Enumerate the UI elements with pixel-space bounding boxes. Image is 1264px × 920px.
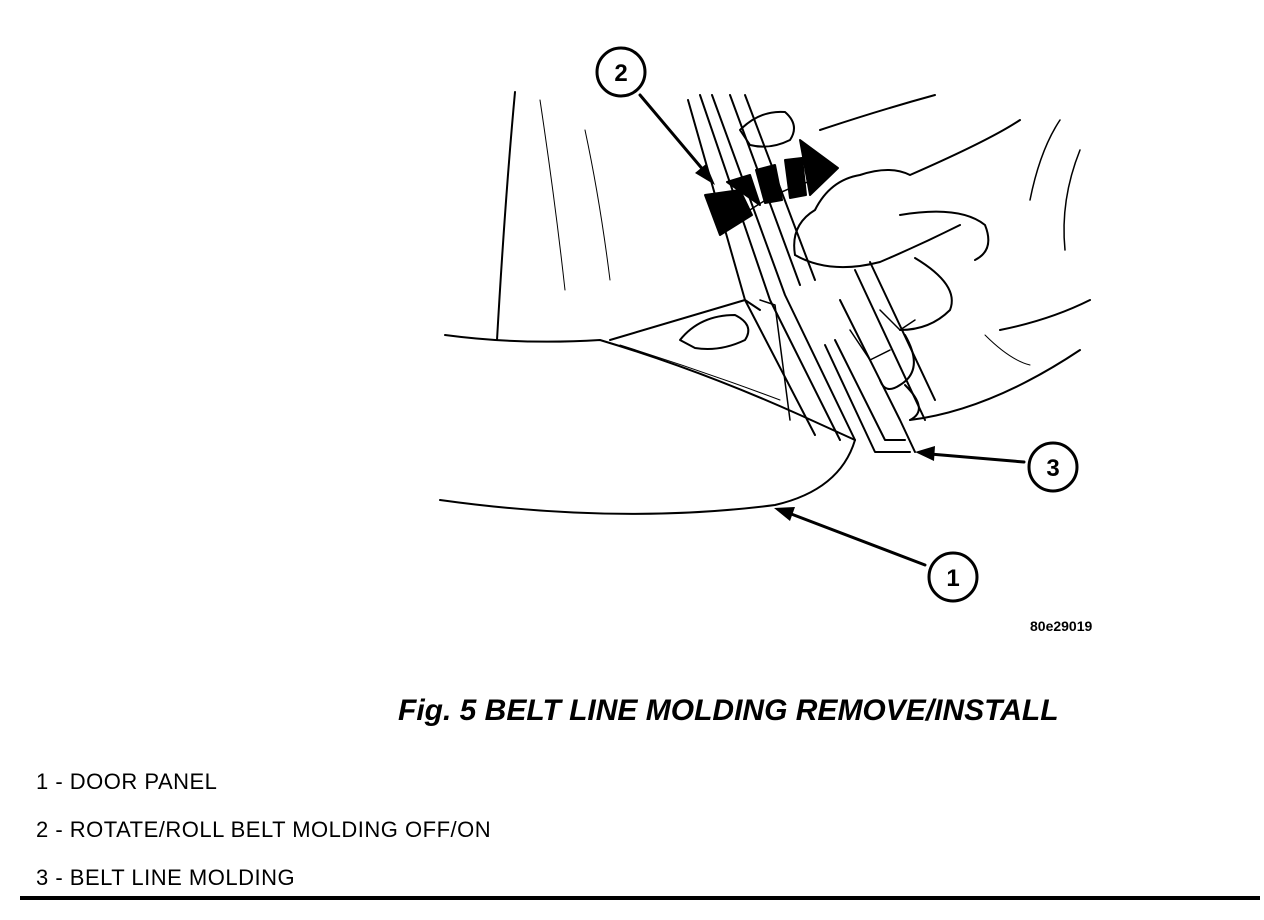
leader-arrowhead-1 [774, 507, 795, 521]
door-panel-drawing [439, 91, 856, 515]
rotate-arrow-drawing [704, 139, 839, 236]
callout-circle-3 [1027, 441, 1079, 493]
belt-line-molding-illustration: 2 3 1 [439, 46, 1091, 603]
hand-drawing [679, 94, 1091, 421]
callout-number-3: 3 [1046, 455, 1059, 482]
leader-arrowhead-3 [915, 446, 935, 461]
figure-caption: Fig. 5 BELT LINE MOLDING REMOVE/INSTALL [398, 694, 1059, 727]
callout-number-1: 1 [946, 565, 959, 592]
leader-lines [638, 93, 1026, 567]
figure-code: 80e29019 [1030, 618, 1093, 634]
leader-arrowhead-2 [695, 164, 715, 185]
legend-item: 1 - DOOR PANEL [36, 769, 218, 794]
callout-number-2: 2 [614, 60, 627, 87]
bottom-rule [20, 896, 1260, 900]
legend-list: 1 - DOOR PANEL 2 - ROTATE/ROLL BELT MOLD… [36, 766, 491, 910]
legend-item: 3 - BELT LINE MOLDING [36, 865, 296, 890]
legend-item: 2 - ROTATE/ROLL BELT MOLDING OFF/ON [36, 817, 492, 842]
belt-molding-drawing [824, 261, 936, 453]
callout-circle-1 [927, 551, 979, 603]
callout-circle-2 [595, 46, 647, 98]
